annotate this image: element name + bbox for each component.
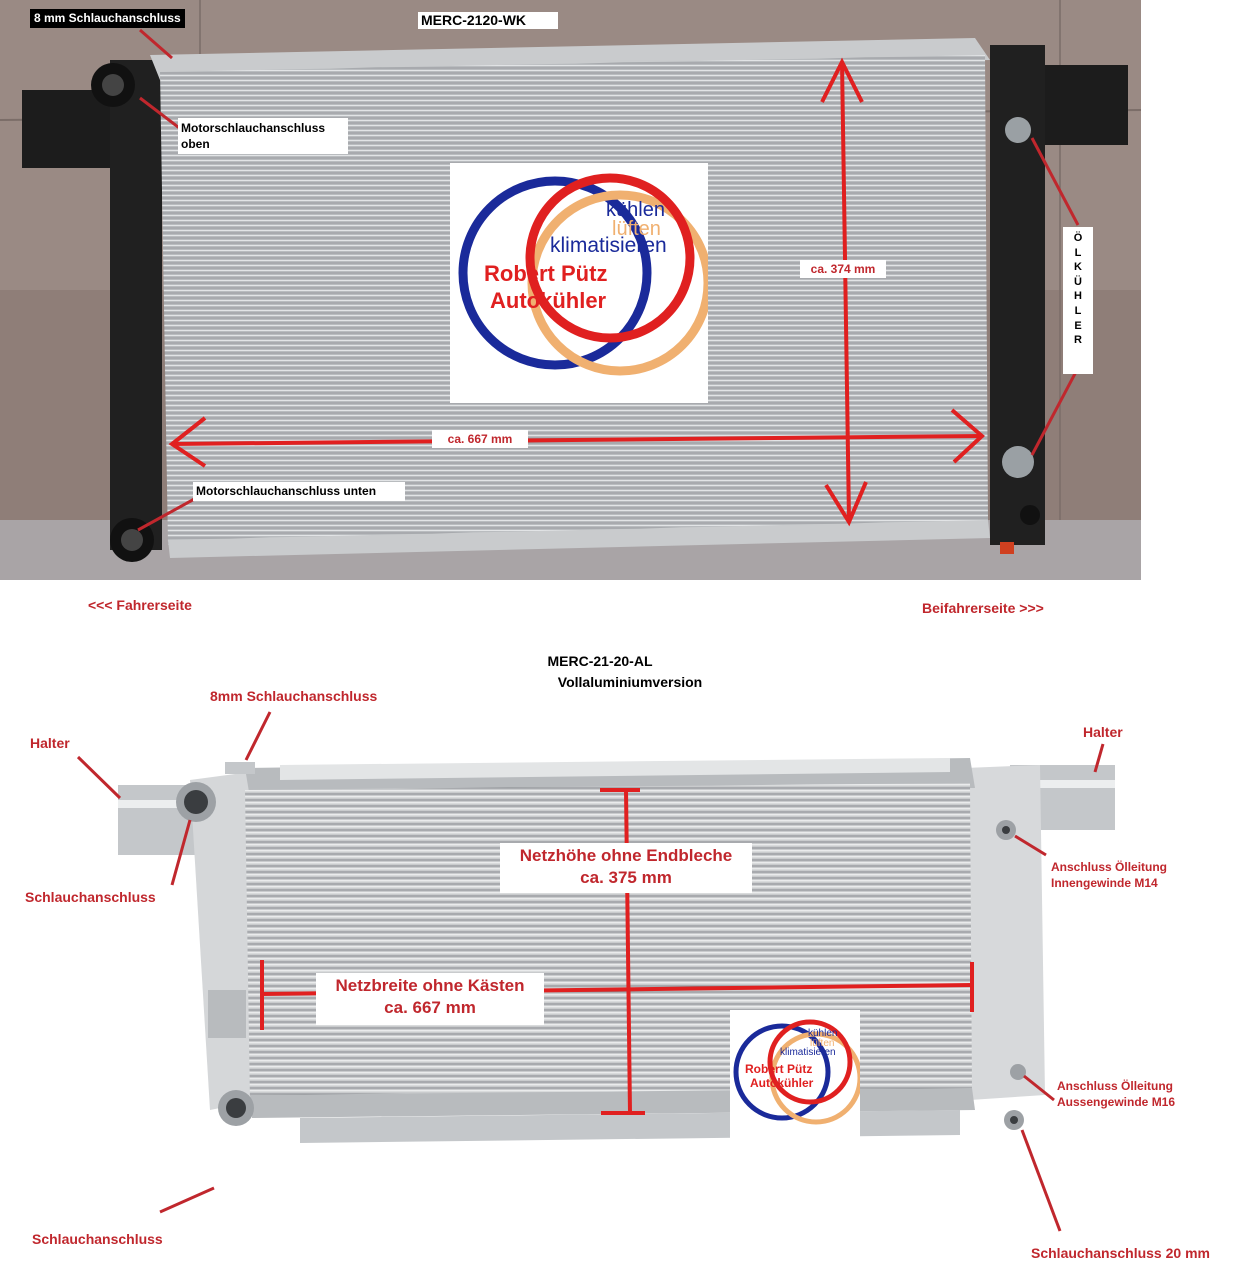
company-logo-top: kühlen lüften klimatisieren Robert Pütz … xyxy=(450,163,708,403)
oil-top-label-1: Anschluss Ölleitung xyxy=(1051,860,1168,874)
hose-left-top-label: Schlauchanschluss xyxy=(25,889,156,905)
holder-left-label: Halter xyxy=(30,735,70,751)
company-logo-bottom: kühlen lüften klimatisieren Robert Pütz … xyxy=(730,1010,860,1140)
radiator-photo-top xyxy=(0,0,1141,580)
oil-top-label-2: Innengewinde M14 xyxy=(1051,876,1158,890)
logo-small-text-5: Autokühler xyxy=(750,1076,814,1090)
motor-hose-top-label: Motorschlauchanschluss oben xyxy=(178,118,348,154)
width-measure-bottom: Netzbreite ohne Kästen ca. 667 mm xyxy=(316,973,544,1025)
oil-cooler-label: Ö L K Ü H L E R xyxy=(1063,227,1093,374)
logo-text-3: klimatisieren xyxy=(550,234,667,257)
product-code-bottom: MERC-21-20-AL xyxy=(547,653,653,669)
holder-right-label: Halter xyxy=(1083,724,1123,740)
hose-left-bottom-label: Schlauchanschluss xyxy=(32,1231,163,1247)
hose-8mm-label-bottom: 8mm Schlauchanschluss xyxy=(210,688,378,704)
motor-hose-bottom-label: Motorschlauchanschluss unten xyxy=(193,482,405,501)
oil-bottom-label-2: Aussengewinde M16 xyxy=(1057,1095,1176,1109)
product-code-top: MERC-2120-WK xyxy=(418,12,558,29)
hose-8mm-label-top: 8 mm Schlauchanschluss xyxy=(30,9,185,28)
oil-bottom-label-1: Anschluss Ölleitung xyxy=(1057,1079,1174,1093)
width-measure-line2: ca. 667 mm xyxy=(384,998,476,1017)
hose-20mm-label: Schlauchanschluss 20 mm xyxy=(1031,1245,1210,1261)
width-measure-line1: Netzbreite ohne Kästen xyxy=(335,976,525,995)
logo-text-5: Autokühler xyxy=(490,288,607,313)
logo-small-text-3: klimatisieren xyxy=(780,1047,836,1058)
height-measure-line1: Netzhöhe ohne Endbleche xyxy=(519,846,733,865)
logo-text-2: lüften xyxy=(612,218,661,240)
height-measure-line2: ca. 375 mm xyxy=(580,868,672,887)
logo-text-4: Robert Pütz xyxy=(484,261,608,286)
product-subtitle-bottom: Vollaluminiumversion xyxy=(557,674,703,690)
height-measure-top: ca. 374 mm xyxy=(800,260,886,278)
radiator-photo-bottom xyxy=(0,640,1240,1280)
logo-text-1: kühlen xyxy=(606,199,665,221)
logo-small-text-2: lüften xyxy=(810,1038,835,1049)
logo-small-text-1: kühlen xyxy=(808,1028,838,1039)
height-measure-bottom: Netzhöhe ohne Endbleche ca. 375 mm xyxy=(500,843,752,893)
passenger-side-label: Beifahrerseite >>> xyxy=(922,600,1044,616)
driver-side-label: <<< Fahrerseite xyxy=(88,597,192,613)
width-measure-top: ca. 667 mm xyxy=(432,430,528,448)
logo-small-text-4: Robert Pütz xyxy=(745,1062,813,1076)
